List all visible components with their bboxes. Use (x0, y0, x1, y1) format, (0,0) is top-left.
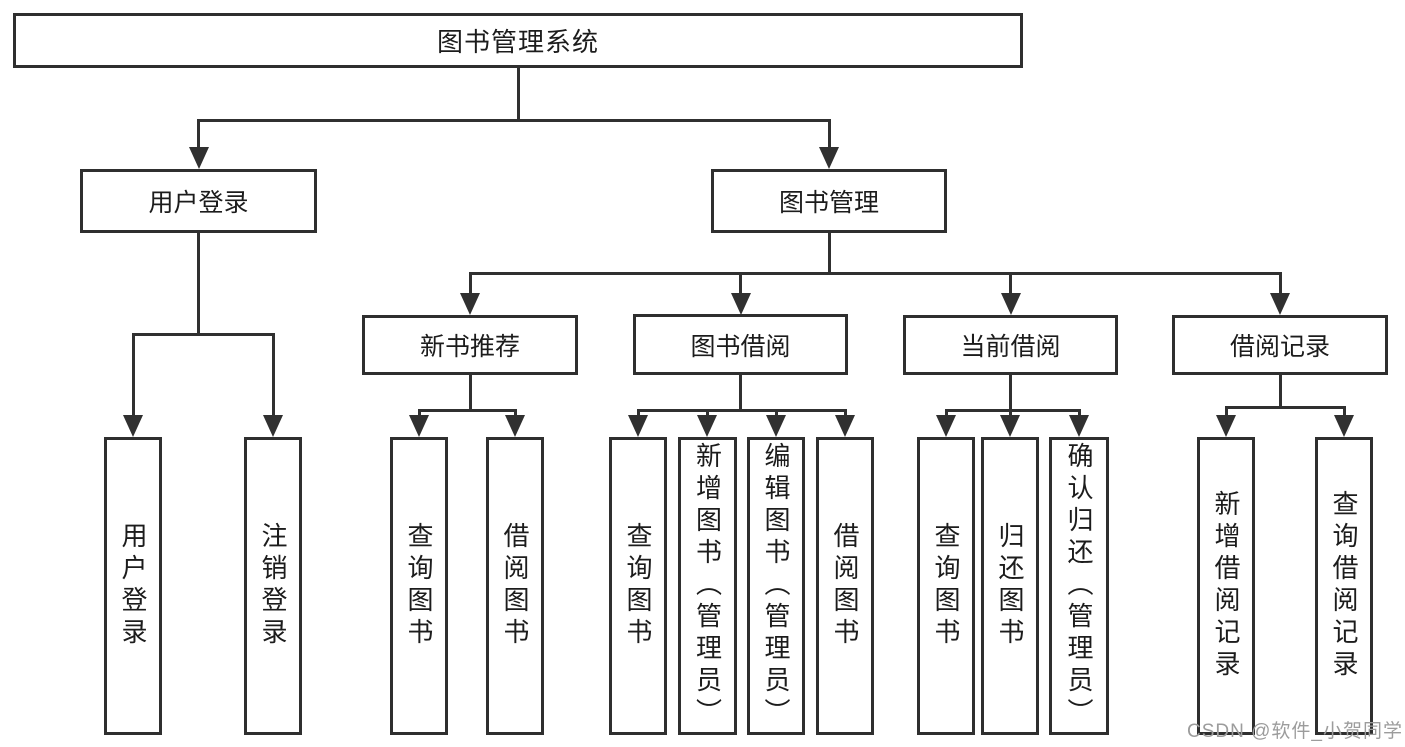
node-label: 查询图书 (623, 522, 653, 650)
node-label: 借阅图书 (830, 522, 860, 650)
node-label: 查询图书 (931, 522, 961, 650)
connector-line (417, 409, 421, 419)
leaf-edit-books-admin: 编辑图书（管理员） (747, 437, 805, 735)
node-label: 确认归还（管理员） (1064, 442, 1094, 730)
arrowhead-down-icon (409, 415, 429, 437)
connector-line (827, 119, 831, 151)
arrowhead-down-icon (1000, 415, 1020, 437)
connector-line (197, 119, 830, 122)
node-label: 图书管理 (778, 189, 879, 217)
connector-line (827, 230, 831, 275)
arrowhead-down-icon (1000, 293, 1021, 315)
connector-line (705, 409, 709, 419)
node-new-book-recommendation: 新书推荐 (362, 315, 578, 375)
connector-line (513, 409, 517, 419)
node-label: 用户登录 (118, 522, 148, 650)
leaf-logout: 注销登录 (244, 437, 302, 735)
node-label: 新增借阅记录 (1211, 490, 1241, 682)
node-label: 图书借阅 (690, 332, 791, 361)
connector-line (271, 333, 275, 419)
leaf-add-books-admin: 新增图书（管理员） (678, 437, 737, 735)
connector-line (1009, 272, 1012, 297)
leaf-borrow-books: 借阅图书 (816, 437, 874, 735)
connector-line (636, 409, 847, 412)
connector-line (516, 66, 520, 122)
arrowhead-down-icon (697, 415, 717, 437)
arrowhead-down-icon (505, 415, 525, 437)
leaf-add-borrow-record: 新增借阅记录 (1197, 437, 1255, 735)
arrowhead-down-icon (819, 147, 839, 169)
arrowhead-down-icon (1069, 415, 1089, 437)
node-library-management-system: 图书管理系统 (13, 13, 1023, 68)
connector-line (468, 272, 472, 297)
arrowhead-down-icon (730, 293, 751, 315)
arrowhead-down-icon (123, 415, 143, 437)
node-book-management: 图书管理 (711, 169, 947, 233)
connector-line (1278, 373, 1282, 409)
node-label: 当前借阅 (960, 333, 1061, 361)
connector-line (1342, 406, 1346, 419)
arrowhead-down-icon (460, 293, 480, 315)
connector-line (1278, 272, 1282, 297)
node-label: 新书推荐 (419, 333, 520, 361)
leaf-query-books: 查询图书 (917, 437, 975, 735)
connector-line (739, 272, 742, 297)
node-label: 注销登录 (258, 522, 288, 650)
leaf-borrow-books: 借阅图书 (486, 437, 544, 735)
leaf-confirm-return-admin: 确认归还（管理员） (1049, 437, 1109, 735)
connector-line (468, 373, 472, 412)
watermark: CSDN @软件_小贺同学 (1187, 721, 1403, 742)
connector-line (636, 409, 640, 419)
node-label: 借阅记录 (1229, 333, 1330, 361)
node-label: 借阅图书 (500, 522, 530, 650)
node-label: 查询借阅记录 (1329, 490, 1359, 682)
connector-line (1009, 373, 1012, 412)
arrowhead-down-icon (188, 147, 209, 169)
connector-line (131, 333, 135, 419)
leaf-query-books: 查询图书 (390, 437, 448, 735)
arrowhead-down-icon (628, 415, 648, 437)
connector-line (417, 409, 517, 412)
leaf-query-books: 查询图书 (609, 437, 667, 735)
arrowhead-down-icon (1216, 415, 1236, 437)
connector-line (197, 230, 200, 336)
connector-line (1077, 409, 1081, 419)
connector-line (197, 119, 200, 151)
node-book-borrowing: 图书借阅 (633, 314, 848, 375)
connector-line (739, 373, 742, 412)
connector-line (774, 409, 778, 419)
leaf-user-login: 用户登录 (104, 437, 162, 735)
node-label: 查询图书 (404, 522, 434, 650)
node-current-borrowing: 当前借阅 (903, 315, 1118, 375)
node-label: 编辑图书（管理员） (761, 442, 791, 730)
node-user-login: 用户登录 (80, 169, 317, 233)
connector-line (944, 409, 1081, 412)
connector-line (131, 333, 275, 336)
arrowhead-down-icon (766, 415, 786, 437)
connector-line (468, 272, 1282, 275)
node-label: 用户登录 (148, 189, 249, 217)
leaf-return-books: 归还图书 (981, 437, 1039, 735)
connector-line (1224, 406, 1228, 419)
connector-line (1008, 409, 1012, 419)
leaf-query-borrow-record: 查询借阅记录 (1315, 437, 1373, 735)
node-label: 归还图书 (995, 522, 1025, 650)
arrowhead-down-icon (936, 415, 956, 437)
connector-line (843, 409, 847, 419)
node-label: 新增图书（管理员） (692, 442, 723, 730)
node-label: 图书管理系统 (436, 27, 599, 57)
connector-line (1224, 406, 1346, 409)
arrowhead-down-icon (1334, 415, 1354, 437)
node-borrowing-records: 借阅记录 (1172, 315, 1388, 375)
connector-line (944, 409, 948, 419)
arrowhead-down-icon (835, 415, 855, 437)
arrowhead-down-icon (263, 415, 283, 437)
arrowhead-down-icon (1270, 293, 1290, 315)
